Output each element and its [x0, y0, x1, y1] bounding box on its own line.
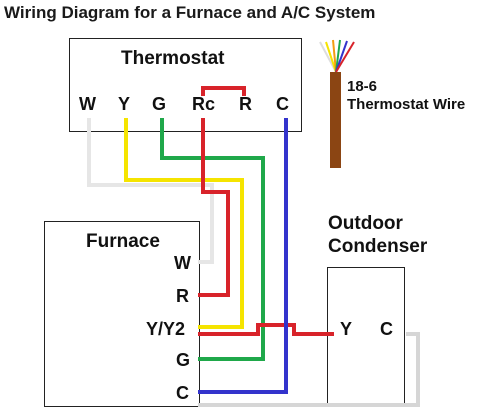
- cable-strand-orange: [332, 39, 337, 73]
- thermostat-box: [69, 38, 302, 132]
- thermostat-cable-icon: [319, 39, 355, 168]
- cable-jacket: [330, 72, 341, 168]
- wire-w-white: [87, 118, 214, 264]
- cable-strand-yellow: [325, 41, 337, 73]
- cable-strand-green: [335, 39, 341, 73]
- thermostat-terminal-rc: Rc: [192, 94, 216, 114]
- wire-y-yellow: [124, 118, 244, 329]
- furnace-terminal-y: Y/Y2: [146, 319, 186, 339]
- cable-label-line2: Thermostat Wire: [347, 96, 466, 113]
- condenser-terminal-y: Y: [340, 319, 353, 339]
- thermostat-label: Thermostat: [121, 48, 225, 69]
- wire-g-green: [160, 118, 265, 361]
- furnace-terminal-r: R: [176, 286, 189, 306]
- furnace-terminal-g: G: [176, 350, 191, 370]
- wire-rc-red: [198, 118, 230, 297]
- condenser-label-line1: Outdoor: [328, 213, 403, 234]
- condenser-box: [327, 267, 405, 407]
- cable-strand-blue: [335, 40, 348, 73]
- furnace-label: Furnace: [86, 231, 160, 252]
- wire-yy2-condenser-red: [198, 323, 334, 336]
- condenser-label-line2: Condenser: [328, 236, 428, 257]
- condenser-terminal-c: C: [380, 319, 393, 339]
- furnace-terminal-w: W: [174, 253, 191, 273]
- diagram-title: Wiring Diagram for a Furnace and A/C Sys…: [4, 3, 376, 22]
- wire-c-blue: [198, 118, 288, 394]
- jumper-rc-r-red: [201, 86, 246, 96]
- cable-label-line1: 18-6: [347, 78, 378, 95]
- wire-condenser-c-gray: [198, 332, 420, 407]
- cable-strand-red: [335, 41, 355, 73]
- thermostat-terminal-g: G: [152, 94, 167, 114]
- thermostat-terminal-y: Y: [118, 94, 131, 114]
- thermostat-terminal-c: C: [276, 94, 289, 114]
- thermostat-terminal-r: R: [239, 94, 252, 114]
- furnace-box: [44, 221, 200, 407]
- thermostat-terminal-w: W: [79, 94, 96, 114]
- furnace-terminal-c: C: [176, 383, 189, 403]
